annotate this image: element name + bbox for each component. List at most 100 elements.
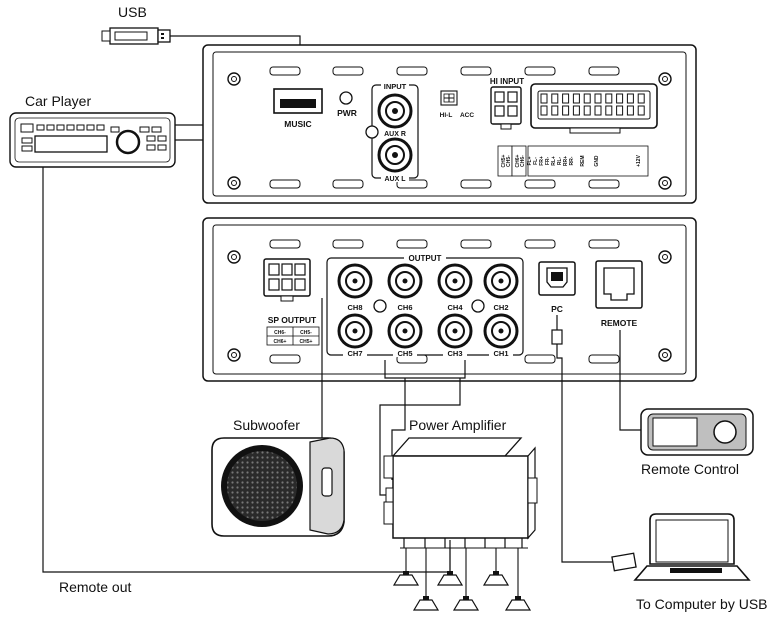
power-amplifier-icon: [383, 437, 538, 540]
to-computer-label: To Computer by USB: [636, 596, 768, 612]
connector-pin: [594, 93, 602, 104]
speaker-icon: [482, 574, 510, 586]
processor-top-panel: [202, 44, 697, 204]
subwoofer-icon: [211, 437, 345, 537]
speaker-magnet: [447, 571, 453, 575]
speaker-icon: [504, 599, 532, 611]
rca-jack-pin: [402, 328, 408, 334]
speaker-icon: [412, 599, 440, 611]
sp-output-label: SP OUTPUT: [268, 315, 317, 325]
car-player-icon: [9, 112, 176, 168]
speaker-magnet: [403, 571, 409, 575]
connector-pin: [616, 105, 624, 116]
connector-pin: [637, 105, 645, 116]
aux-l-label: AUX L: [385, 176, 407, 183]
remote-control-label: Remote Control: [641, 461, 740, 477]
channel-label-top: CH2: [493, 303, 508, 312]
remote-out-label: Remote out: [59, 579, 132, 595]
laptop-icon: [611, 513, 751, 581]
pin-label: FR+: [539, 156, 545, 166]
connector-pin: [637, 93, 645, 104]
channel-label-bottom: CH7: [347, 349, 362, 358]
usb-plug-icon: [551, 329, 563, 345]
amp-terminals: [400, 538, 528, 549]
pin-labels: CH5+CH5-CH6+CH6-FL+FL-FR+FR-RL+RL-RR+RR-…: [501, 154, 642, 167]
speaker-icon: [452, 599, 480, 611]
connector-pin: [626, 93, 634, 104]
connector-pin: [540, 105, 548, 116]
channel-label-top: CH8: [347, 303, 362, 312]
speaker-icon: [392, 574, 420, 586]
pin-label: FR-: [545, 157, 551, 166]
pin-label: RL-: [557, 157, 563, 166]
pin-label: RL+: [551, 156, 557, 166]
channel-label-bottom: CH1: [493, 349, 508, 358]
computer-usb-cable: [556, 344, 615, 563]
rca-to-amp-cable-b: [379, 378, 461, 496]
connector-pin: [562, 93, 570, 104]
rca-jack-pin: [498, 328, 504, 334]
pin-label: +12V: [636, 154, 642, 166]
processor-bottom-panel: [202, 217, 697, 382]
pin-label: CH5+: [501, 154, 507, 167]
pwr-label: PWR: [337, 108, 357, 118]
sp-pin-ch6-plus: CH6+: [274, 339, 287, 345]
rca-jack-pin: [352, 328, 358, 334]
connector-pin: [583, 105, 591, 116]
rca-to-amp-cable-a: [391, 378, 406, 480]
speaker-magnet: [423, 596, 429, 600]
rca-jack-pin: [498, 278, 504, 284]
speaker-magnet: [493, 571, 499, 575]
connector-pin: [572, 105, 580, 116]
speaker-magnet: [463, 596, 469, 600]
connector-pin: [562, 105, 570, 116]
rca-jack-pin: [352, 278, 358, 284]
connector-pin: [616, 93, 624, 104]
output-label: OUTPUT: [409, 254, 442, 263]
pin-label: CH5-: [506, 155, 512, 167]
sp-pin-ch5-minus: CH5-: [300, 330, 312, 336]
remote-cable: [619, 330, 645, 431]
hi-l-label: HI-L: [440, 112, 453, 119]
rca-jack-pin: [402, 278, 408, 284]
usb-label: USB: [118, 4, 147, 20]
connector-pin: [594, 105, 602, 116]
hi-input-label: HI INPUT: [490, 77, 524, 86]
acc-label: ACC: [460, 112, 474, 119]
connector-pin: [605, 105, 613, 116]
pc-label: PC: [551, 304, 563, 314]
sp-pin-ch6-minus: CH6-: [274, 330, 286, 336]
aux-r-label: AUX R: [384, 131, 406, 138]
music-label: MUSIC: [284, 119, 311, 129]
pin-label: RR-: [569, 156, 575, 165]
sp-pin-ch5-plus: CH5+: [300, 339, 313, 345]
car-player-label: Car Player: [25, 93, 92, 109]
rca-jack-pin: [452, 278, 458, 284]
panel-screw: [471, 299, 485, 313]
rca-jack-pin: [452, 328, 458, 334]
connector-pin: [605, 93, 613, 104]
remote-control-icon: [640, 408, 754, 456]
pin-label: REM: [580, 155, 586, 166]
pin-label: CH6+: [515, 154, 521, 167]
usb-stick-icon: [101, 27, 171, 45]
output-rca-jacks: [337, 263, 519, 349]
connector-pin: [551, 93, 559, 104]
pin-label: GND: [594, 155, 600, 167]
speaker-icon: [436, 574, 464, 586]
channel-label-top: CH4: [447, 303, 463, 312]
pin-label: CH6-: [520, 155, 526, 167]
channel-label-bottom: CH5: [397, 349, 412, 358]
connector-pin: [583, 93, 591, 104]
power-amplifier-label: Power Amplifier: [409, 417, 507, 433]
speaker-magnet: [515, 596, 521, 600]
speakers: [392, 548, 532, 611]
connector-pin: [551, 105, 559, 116]
rca-bracket: [384, 360, 466, 379]
channel-label-top: CH6: [397, 303, 412, 312]
connector-pin: [626, 105, 634, 116]
panel-screw: [373, 299, 387, 313]
input-label: INPUT: [384, 82, 407, 91]
